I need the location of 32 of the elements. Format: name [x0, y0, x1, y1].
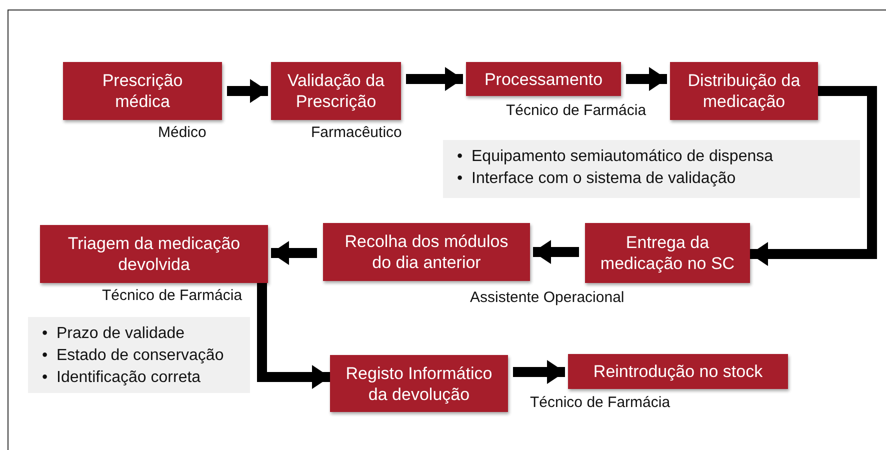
arrow: [626, 67, 667, 91]
arrow: [271, 241, 317, 265]
role-label: Médico: [158, 124, 206, 141]
bullet-item: • Identificação correta: [41, 368, 202, 388]
process-box: [330, 355, 508, 412]
role-label: Assistente Operacional: [470, 289, 624, 306]
role-label: Técnico de Farmácia: [506, 102, 646, 119]
process-box: [585, 223, 750, 283]
step-label: Triagem da medicação devolvida: [66, 233, 242, 275]
role-label: Farmacêutico: [311, 124, 402, 141]
bullet-item: • Prazo de validade: [41, 324, 186, 344]
bullet-item: • Equipamento semiautomático de dispensa: [456, 147, 774, 167]
arrow: [750, 86, 877, 266]
arrow: [257, 283, 330, 389]
process-box: [670, 62, 818, 120]
bullet-item: • Interface com o sistema de validação: [456, 169, 737, 189]
arrow: [227, 79, 268, 103]
arrow: [513, 360, 565, 384]
arrow: [406, 67, 463, 91]
step-label: Distribuição da medicação: [686, 70, 802, 112]
arrow: [533, 240, 579, 264]
step-label: Processamento: [483, 68, 604, 90]
process-box: [323, 223, 530, 281]
role-label: Técnico de Farmácia: [530, 394, 670, 411]
step-label: Prescrição médica: [101, 70, 184, 112]
role-label: Técnico de Farmácia: [102, 287, 242, 304]
step-label: Entrega da medicação no SC: [599, 232, 736, 274]
bullet-item: • Estado de conservação: [41, 346, 225, 366]
step-label: Validação da Prescrição: [286, 70, 386, 112]
step-label: Reintrodução no stock: [592, 361, 764, 382]
step-label: Recolha dos módulos do dia anterior: [344, 231, 510, 273]
step-label: Registo Informático da devolução: [344, 362, 494, 404]
